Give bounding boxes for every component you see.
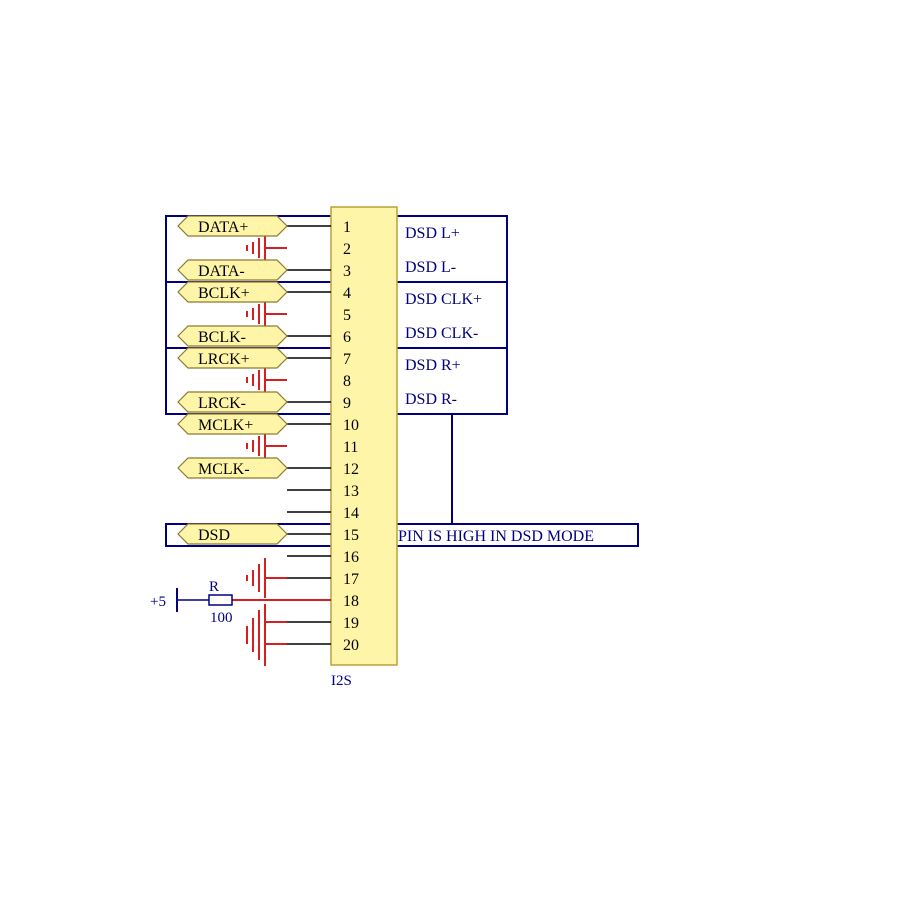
pin-number: 9 [343, 395, 351, 412]
pin-number: 6 [343, 329, 351, 346]
supply-label: +5 [150, 594, 166, 610]
pin-number: 7 [343, 351, 351, 368]
pin-wires [285, 225, 331, 645]
ports [177, 215, 288, 545]
pin-number: 1 [343, 219, 351, 236]
connector-designator: I2S [331, 673, 352, 689]
power-input [176, 588, 233, 612]
pin-number: 5 [343, 307, 351, 324]
label-dsd-clk-plus: DSD CLK+ [405, 291, 482, 308]
port-lrck-minus: LRCK- [198, 395, 246, 412]
dsd-mode-box [165, 523, 639, 547]
ground-icon [246, 366, 287, 394]
port-flag [177, 215, 288, 237]
ground-icon [246, 604, 287, 666]
pin-number: 14 [343, 505, 359, 522]
connector-body [330, 206, 398, 666]
pin-numbers: 1 2 3 4 5 6 7 8 9 10 11 12 13 14 15 16 1… [343, 219, 359, 654]
port-flag [177, 457, 288, 479]
ground-symbols [232, 234, 331, 666]
misc-labels: +5 R 100 I2S [150, 579, 352, 689]
ground-icon [246, 300, 287, 328]
pin-number: 4 [343, 285, 351, 302]
port-flag [177, 281, 288, 303]
label-dsd-r-plus: DSD R+ [405, 357, 461, 374]
port-bclk-minus: BCLK- [198, 329, 246, 346]
port-flag [177, 391, 288, 413]
label-dsd-clk-minus: DSD CLK- [405, 325, 478, 342]
annotation-labels: DSD L+ DSD L- DSD CLK+ DSD CLK- DSD R+ D… [398, 225, 594, 545]
pin-number: 18 [343, 593, 359, 610]
pin-number: 13 [343, 483, 359, 500]
port-flag [177, 413, 288, 435]
port-data-minus: DATA- [198, 263, 245, 280]
port-lrck-plus: LRCK+ [198, 351, 250, 368]
pin-number: 11 [343, 439, 358, 456]
port-flag [177, 259, 288, 281]
ground-icon [246, 234, 287, 262]
port-mclk-plus: MCLK+ [198, 417, 253, 434]
pin-number: 17 [343, 571, 359, 588]
label-dsd-mode-note: PIN IS HIGH IN DSD MODE [398, 528, 594, 545]
port-bclk-plus: BCLK+ [198, 285, 250, 302]
port-flag [177, 523, 288, 545]
label-dsd-r-minus: DSD R- [405, 391, 457, 408]
resistor-icon [208, 594, 233, 606]
port-labels: DATA+ DATA- BCLK+ BCLK- LRCK+ LRCK- MCLK… [198, 219, 253, 544]
label-dsd-l-plus: DSD L+ [405, 225, 460, 242]
port-flag [177, 347, 288, 369]
pin-number: 8 [343, 373, 351, 390]
ground-icon [246, 432, 287, 460]
pin-number: 2 [343, 241, 351, 258]
label-dsd-l-minus: DSD L- [405, 259, 456, 276]
pin-number: 16 [343, 549, 359, 566]
port-mclk-minus: MCLK- [198, 461, 250, 478]
pin-number: 10 [343, 417, 359, 434]
resistor-designator: R [209, 579, 219, 595]
port-dsd: DSD [198, 527, 230, 544]
pin-number: 19 [343, 615, 359, 632]
resistor-value: 100 [210, 610, 233, 626]
pin-number: 20 [343, 637, 359, 654]
pin-number: 3 [343, 263, 351, 280]
port-flag [177, 325, 288, 347]
pin-number: 12 [343, 461, 359, 478]
ground-icon [246, 558, 287, 598]
port-data-plus: DATA+ [198, 219, 248, 236]
pin-number: 15 [343, 527, 359, 544]
